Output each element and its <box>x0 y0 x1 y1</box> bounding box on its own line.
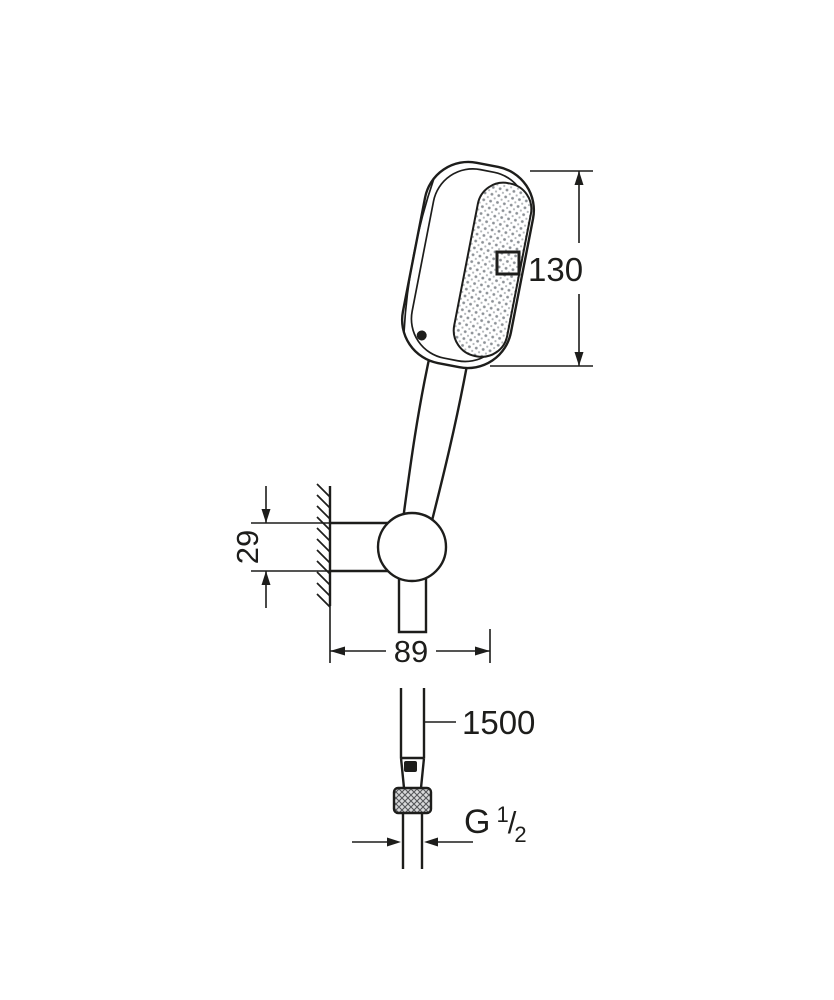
arrowhead-left <box>424 837 438 847</box>
arrowhead-down <box>574 352 584 366</box>
back-cover-seam <box>403 178 435 333</box>
wall-hatching <box>316 483 331 608</box>
dim-head-130: 130 <box>490 170 593 367</box>
hose-nut <box>392 786 433 815</box>
arrowhead-down <box>261 509 271 523</box>
thread-prefix: G <box>464 803 490 841</box>
arrowhead-right <box>387 837 401 847</box>
dim-offset-89: 89 <box>329 606 491 669</box>
dim-holder-29: 29 <box>230 486 331 608</box>
hand-shower <box>398 160 536 547</box>
extension-lines <box>251 522 331 572</box>
shower-hose <box>392 688 433 869</box>
square-symbol-icon <box>495 250 521 276</box>
dim-label-89: 89 <box>394 634 428 669</box>
hose-upper <box>399 688 426 789</box>
extension-lines <box>490 170 593 367</box>
ball-joint <box>376 511 448 583</box>
dim-hose-1500: 1500 <box>425 704 535 741</box>
mode-button-icon <box>416 330 427 341</box>
extension-lines <box>329 606 491 663</box>
holder-arm <box>330 521 390 573</box>
dim-label-1500: 1500 <box>462 704 535 741</box>
arrowhead-up <box>574 171 584 185</box>
hose-lower <box>401 813 424 869</box>
thread-denominator: 2 <box>514 822 526 847</box>
arrowhead-right <box>475 646 490 656</box>
arrowhead-left <box>330 646 345 656</box>
dim-label-130: 130 <box>528 251 583 288</box>
arrowhead-up <box>261 571 271 585</box>
thread-slash: / <box>508 805 517 840</box>
thread-numerator: 1 <box>496 802 508 827</box>
hose-ferrule-band <box>404 761 417 772</box>
dim-label-29: 29 <box>230 530 265 564</box>
